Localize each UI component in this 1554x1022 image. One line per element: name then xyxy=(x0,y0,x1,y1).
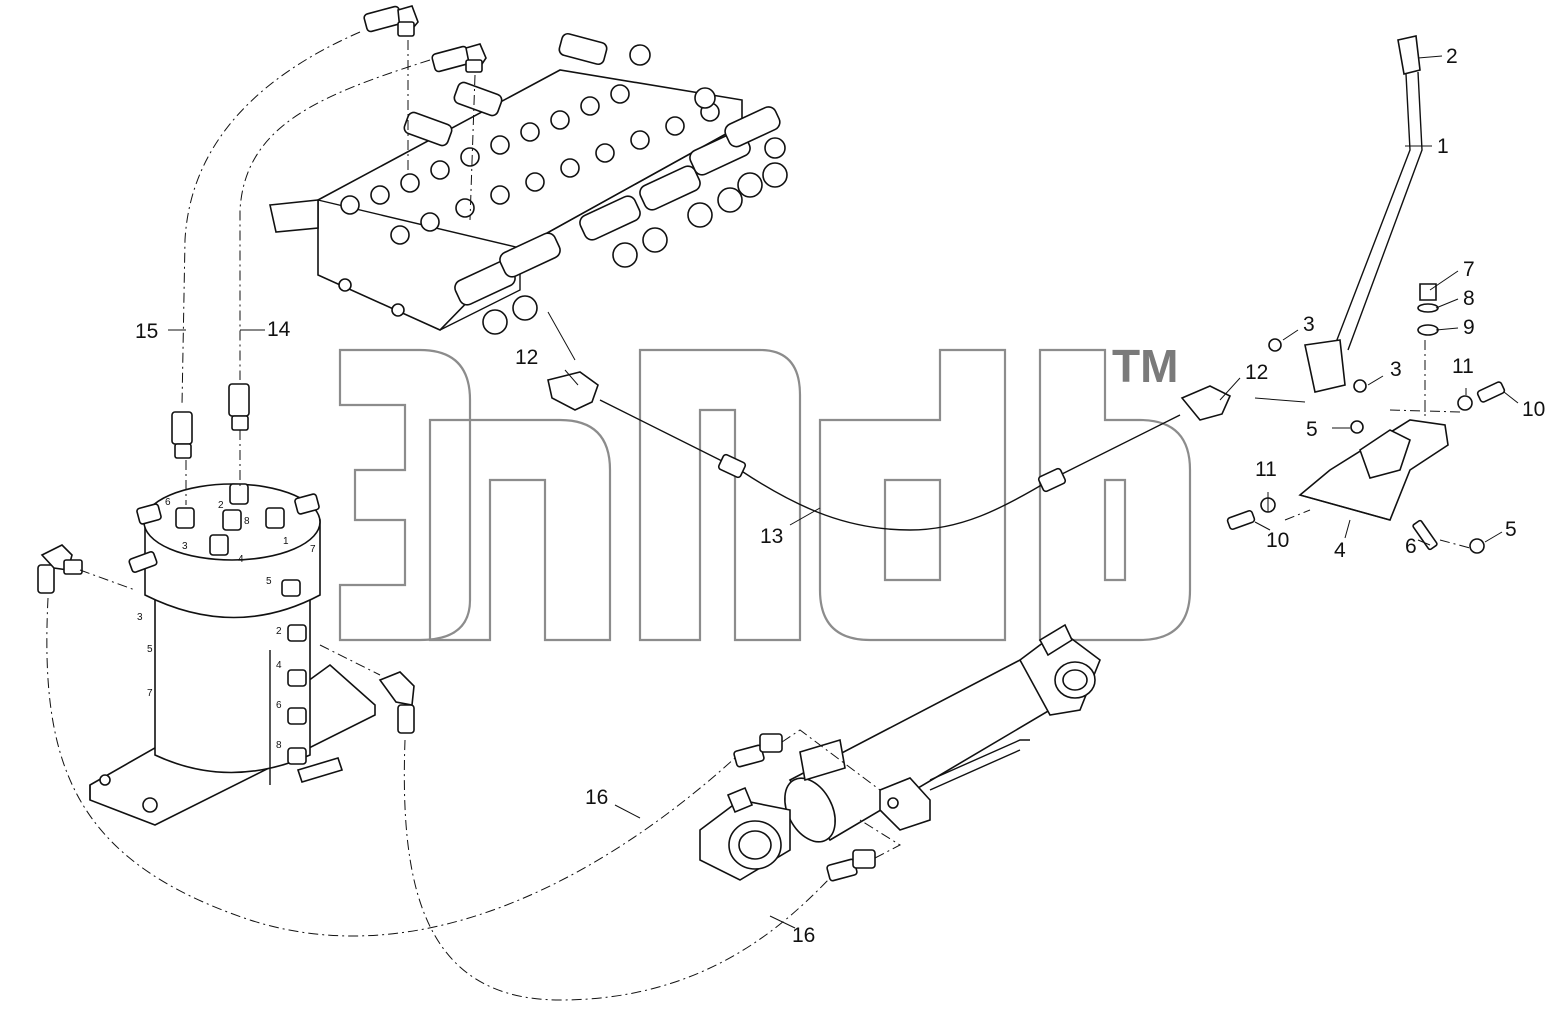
callout-10: 10 xyxy=(1266,529,1289,552)
upper-hose-fittings xyxy=(363,5,487,73)
swivel-side-port-label: 3 xyxy=(137,612,143,623)
swivel-side-port-label: 6 xyxy=(276,700,282,711)
callout-3: 3 xyxy=(1303,313,1315,336)
swivel-top-port-label: 7 xyxy=(310,544,316,555)
callout-7: 7 xyxy=(1463,258,1475,281)
callout-2: 2 xyxy=(1446,45,1458,68)
swivel-side-fittings xyxy=(281,579,344,783)
callout-16: 16 xyxy=(792,924,815,947)
callout-5: 5 xyxy=(1505,518,1517,541)
callout-3: 3 xyxy=(1390,358,1402,381)
swivel-top-port-label: 1 xyxy=(283,536,289,547)
leader-lines xyxy=(168,55,1519,929)
callout-13: 13 xyxy=(760,525,783,548)
callout-11: 11 xyxy=(1255,458,1277,481)
callout-12: 12 xyxy=(1245,361,1268,384)
callout-8: 8 xyxy=(1463,287,1475,310)
swivel-top-fittings xyxy=(128,483,320,573)
control-valve-block xyxy=(269,32,788,335)
callout-labels: 1 2 3 3 4 5 5 6 7 8 9 10 10 11 11 12 12 … xyxy=(135,45,1545,947)
hose-lines xyxy=(46,31,1471,1001)
swivel-top-port-label: 6 xyxy=(165,497,171,508)
swivel-top-port-label: 8 xyxy=(244,516,250,527)
callout-4: 4 xyxy=(1334,539,1346,562)
callout-11: 11 xyxy=(1452,355,1474,378)
callout-1: 1 xyxy=(1437,135,1449,158)
callout-6: 6 xyxy=(1405,535,1417,558)
swivel-top-port-label: 2 xyxy=(218,500,224,511)
swivel-side-port-label: 5 xyxy=(147,644,153,655)
swivel-joint: 6 2 8 3 4 1 7 5 3 5 7 2 4 6 8 xyxy=(89,483,376,826)
watermark-logo: TM xyxy=(338,340,1192,642)
valve-top-fittings xyxy=(403,32,716,147)
callout-9: 9 xyxy=(1463,316,1475,339)
swivel-top-port-label: 4 xyxy=(238,554,244,565)
swivel-hose-adapters xyxy=(37,383,415,734)
swivel-side-port-label: 7 xyxy=(147,688,153,699)
control-cable xyxy=(547,371,1232,531)
callout-16: 16 xyxy=(585,786,608,809)
valve-spool-ends xyxy=(454,106,788,335)
hydraulic-cylinder xyxy=(699,623,1101,881)
callout-12: 12 xyxy=(515,346,538,369)
swivel-top-port-label: 5 xyxy=(266,576,272,587)
swivel-side-port-label: 2 xyxy=(276,626,282,637)
swivel-side-port-label: 4 xyxy=(276,660,282,671)
trademark-text: TM xyxy=(1112,340,1178,392)
callout-15: 15 xyxy=(135,320,158,343)
swivel-top-port-label: 3 xyxy=(182,541,188,552)
callout-14: 14 xyxy=(267,318,291,341)
callout-5: 5 xyxy=(1306,418,1318,441)
callout-10: 10 xyxy=(1522,398,1545,421)
valve-ports xyxy=(338,84,720,317)
cylinder-hose-adapters xyxy=(733,733,876,882)
swivel-side-port-label: 8 xyxy=(276,740,282,751)
control-lever-assembly xyxy=(1226,35,1506,554)
